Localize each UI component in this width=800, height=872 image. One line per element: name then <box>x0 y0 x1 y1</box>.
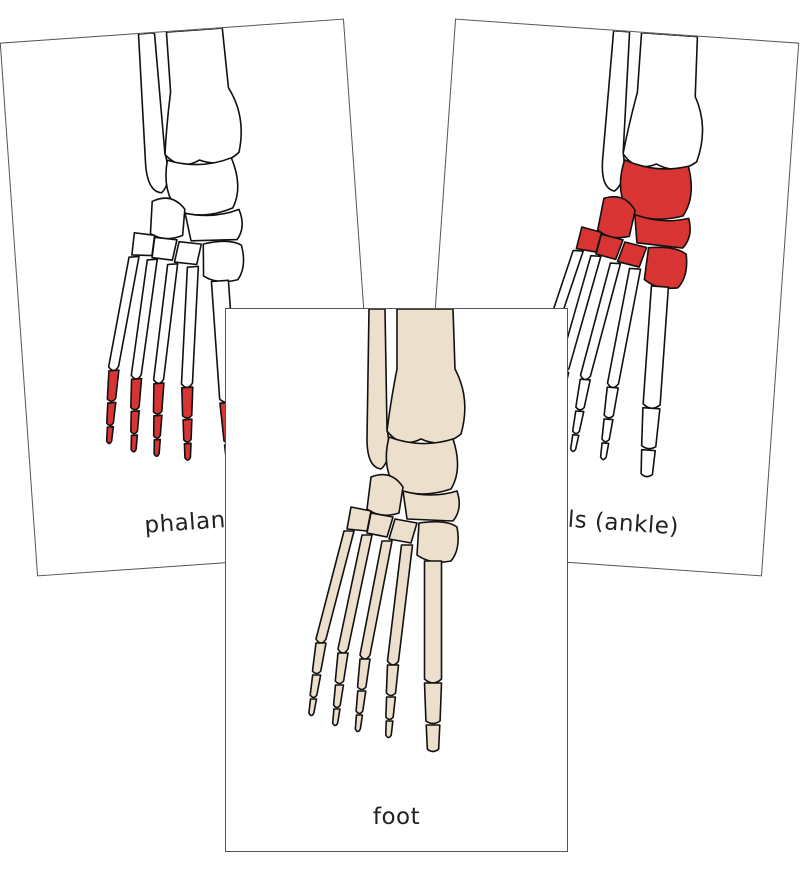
phalanx-1-1 <box>311 642 327 675</box>
phalanx-2-2 <box>332 684 345 709</box>
phalanx-3-2 <box>152 414 163 439</box>
card-phalanges: phalanges <box>0 18 382 577</box>
phalanx-3-3 <box>153 438 162 458</box>
phalanx-5-2 <box>425 724 441 753</box>
foot-bones <box>524 29 704 478</box>
fibula-bone <box>366 309 390 470</box>
fibula-bone <box>137 32 169 194</box>
tibia-bone <box>386 309 466 444</box>
calcaneus-bone <box>634 213 691 249</box>
phalanx-3-2 <box>355 690 367 715</box>
metatarsal-5 <box>423 560 443 684</box>
phalanx-2-1 <box>130 377 143 411</box>
cuneiform-2 <box>595 233 624 261</box>
cuboid-bone <box>416 520 459 563</box>
card-foot: foot <box>225 308 568 852</box>
foot-bones <box>105 27 245 472</box>
navicular-bone <box>596 195 636 239</box>
phalanx-1-3 <box>105 425 115 445</box>
phalanx-5-1 <box>640 406 661 450</box>
tibia-bone <box>622 31 704 171</box>
calcaneus-bone <box>184 208 243 242</box>
phalanx-1-2 <box>105 401 117 427</box>
phalanx-4-3 <box>183 442 192 461</box>
phalanx-3-1 <box>575 378 592 411</box>
phalanx-3-2 <box>571 410 585 435</box>
phalanx-2-2 <box>130 410 141 435</box>
cuneiform-3 <box>616 241 648 268</box>
metatarsal-4 <box>386 544 414 666</box>
navicular-bone <box>366 473 404 517</box>
phalanx-4-2 <box>385 696 397 721</box>
phalanx-2-3 <box>130 434 139 453</box>
phalanx-5-1 <box>423 682 443 725</box>
foot-illustration-tarsals <box>524 29 704 478</box>
metatarsal-4 <box>180 265 200 389</box>
phalanx-5-2 <box>640 448 657 478</box>
phalanx-4-2 <box>601 418 614 443</box>
phalanx-4-1 <box>385 664 400 697</box>
calcaneus-bone <box>402 490 461 522</box>
cuboid-bone <box>643 246 688 290</box>
card-label: foot <box>372 804 421 830</box>
cuboid-bone <box>202 240 245 283</box>
navicular-bone <box>149 197 186 240</box>
phalanx-2-1 <box>334 652 349 685</box>
phalanx-4-1 <box>603 386 620 419</box>
card-tarsals: tarsals (ankle) <box>417 18 800 577</box>
foot-illustration-phalanges <box>105 27 245 472</box>
cuneiform-2 <box>151 236 178 261</box>
phalanx-1-1 <box>106 369 120 403</box>
foot-illustration <box>308 309 466 753</box>
phalanx-2-3 <box>331 708 341 727</box>
metatarsal-5 <box>642 285 670 410</box>
phalanx-4-2 <box>182 418 193 443</box>
phalanx-3-3 <box>354 714 364 733</box>
phalanx-1-3 <box>308 698 318 717</box>
cuneiform-3 <box>173 240 203 266</box>
phalanx-3-1 <box>152 382 165 415</box>
phalanx-4-3 <box>599 442 610 461</box>
foot-bones <box>308 309 466 753</box>
fibula-bone <box>601 29 631 192</box>
cuneiform-3 <box>388 518 418 544</box>
phalanx-3-3 <box>569 434 580 453</box>
phalanx-4-1 <box>180 386 194 419</box>
phalanx-3-1 <box>356 658 371 691</box>
cuneiform-2 <box>366 512 394 538</box>
tibia-bone <box>164 27 242 166</box>
phalanx-1-2 <box>309 674 322 699</box>
phalanx-4-3 <box>384 720 394 739</box>
